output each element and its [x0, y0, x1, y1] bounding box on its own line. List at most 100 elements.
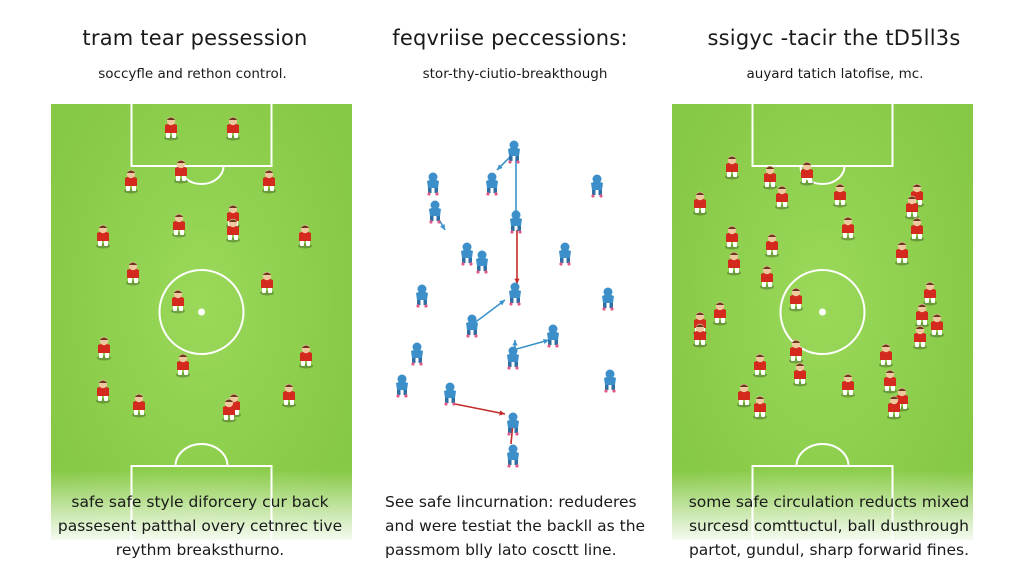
blue-player-icon — [429, 200, 441, 224]
panel-3-caption-line-2: surcesd comttuctul, ball dusthrough — [688, 517, 969, 535]
red-player-icon — [727, 251, 741, 276]
red-player-icon — [753, 353, 767, 378]
red-player-icon — [775, 185, 789, 210]
blue-player-icon — [444, 382, 456, 406]
panel-2-subtitle: stor-thy-ciutio-breakthough — [422, 66, 608, 82]
red-player-icon — [299, 344, 313, 369]
red-player-icon — [171, 289, 185, 314]
panel-3-caption-line-1: some safe circulation reducts mixed — [688, 493, 970, 511]
red-player-icon — [713, 301, 727, 326]
panel-2-caption-line-2: and were testiat the backll as the — [385, 517, 646, 535]
pitch-1-svg — [96, 104, 313, 540]
blue-player-icon — [416, 284, 428, 308]
panel-3-caption-line-3: partot, gundul, sharp forwarid fines. — [688, 541, 970, 559]
red-player-icon — [96, 379, 110, 404]
red-player-icon — [126, 261, 140, 286]
pass-arrow-icon — [454, 403, 506, 416]
red-player-icon — [789, 339, 803, 364]
pitch-1 — [51, 104, 352, 540]
red-player-icon — [883, 369, 897, 394]
red-player-icon — [913, 325, 927, 350]
blue-players — [396, 140, 616, 468]
pitch-3-svg — [693, 104, 944, 540]
passing-network — [355, 104, 665, 484]
red-player-icon — [841, 373, 855, 398]
red-player-icon — [96, 224, 110, 249]
panel-1-subtitle: soccyfle and rethon control. — [98, 66, 287, 82]
top-penalty-box — [751, 104, 894, 167]
panel-1-caption-line-2: passesent patthal overy cetnrec tive — [57, 517, 343, 535]
panel-tactics: ssigyc -tacir the tD5ll3s auyard tatich … — [660, 0, 1024, 585]
red-player-icon — [895, 241, 909, 266]
blue-player-icon — [461, 242, 473, 266]
red-players — [693, 155, 944, 420]
panel-passing-network: feqvriise peccessions: stor-thy-ciutio-b… — [355, 0, 665, 585]
red-player-icon — [132, 393, 146, 418]
blue-player-icon — [547, 324, 559, 348]
blue-player-icon — [507, 346, 519, 370]
red-player-icon — [97, 336, 111, 361]
red-player-icon — [763, 165, 777, 190]
red-player-icon — [841, 216, 855, 241]
blue-player-icon — [427, 172, 439, 196]
red-player-icon — [765, 233, 779, 258]
panel-1-caption-line-1: safe safe style diforcery cur back — [71, 493, 329, 511]
bottom-penalty-arc — [174, 443, 229, 467]
panel-3-subtitle: auyard tatich latofise, mc. — [746, 66, 924, 82]
bottom-penalty-arc — [795, 443, 850, 467]
blue-player-icon — [507, 412, 519, 436]
blue-player-icon — [509, 282, 521, 306]
red-player-icon — [226, 218, 240, 243]
red-player-icon — [262, 169, 276, 194]
red-player-icon — [910, 217, 924, 242]
red-player-icon — [915, 303, 929, 328]
pass-arrow-icon — [513, 159, 519, 216]
red-player-icon — [887, 395, 901, 420]
red-player-icon — [923, 281, 937, 306]
red-player-icon — [725, 155, 739, 180]
blue-player-icon — [396, 374, 408, 398]
blue-player-icon — [604, 369, 616, 393]
blue-player-icon — [476, 250, 488, 274]
blue-player-icon — [602, 287, 614, 311]
blue-player-icon — [508, 140, 520, 164]
red-player-icon — [793, 362, 807, 387]
blue-player-icon — [510, 210, 522, 234]
panel-3-title: ssigyc -tacir the tD5ll3s — [707, 26, 961, 50]
blue-player-icon — [591, 174, 603, 198]
pass-arrow-icon — [512, 338, 550, 351]
panel-2-title: feqvriise peccessions: — [392, 26, 628, 50]
passing-network-svg — [396, 140, 616, 468]
panel-possession: tram tear pessession soccyfle and rethon… — [0, 0, 410, 585]
center-spot — [198, 308, 205, 316]
red-players — [96, 116, 313, 423]
red-player-icon — [753, 395, 767, 420]
red-player-icon — [298, 224, 312, 249]
red-player-icon — [176, 353, 190, 378]
pitch-3 — [672, 104, 973, 540]
red-player-icon — [833, 183, 847, 208]
red-player-icon — [174, 159, 188, 184]
red-player-icon — [260, 271, 274, 296]
center-spot — [819, 308, 826, 316]
red-player-icon — [226, 116, 240, 141]
pass-arrow-icon — [472, 299, 506, 325]
red-player-icon — [930, 313, 944, 338]
panel-2-caption-line-1: See safe lincurnation: reduderes — [385, 493, 637, 511]
center-circle — [779, 269, 866, 355]
blue-player-icon — [486, 172, 498, 196]
center-circle — [158, 269, 245, 355]
pitch-1-fade — [51, 470, 352, 540]
pitch-3-fade — [672, 470, 973, 540]
red-player-icon — [124, 169, 138, 194]
blue-player-icon — [466, 314, 478, 338]
red-player-icon — [282, 383, 296, 408]
pass-arrow-icon — [514, 230, 520, 284]
red-player-icon — [693, 323, 707, 348]
blue-player-icon — [559, 242, 571, 266]
blue-player-icon — [411, 342, 423, 366]
red-player-icon — [222, 398, 236, 423]
red-player-icon — [800, 161, 814, 186]
red-player-icon — [760, 265, 774, 290]
red-player-icon — [172, 213, 186, 238]
